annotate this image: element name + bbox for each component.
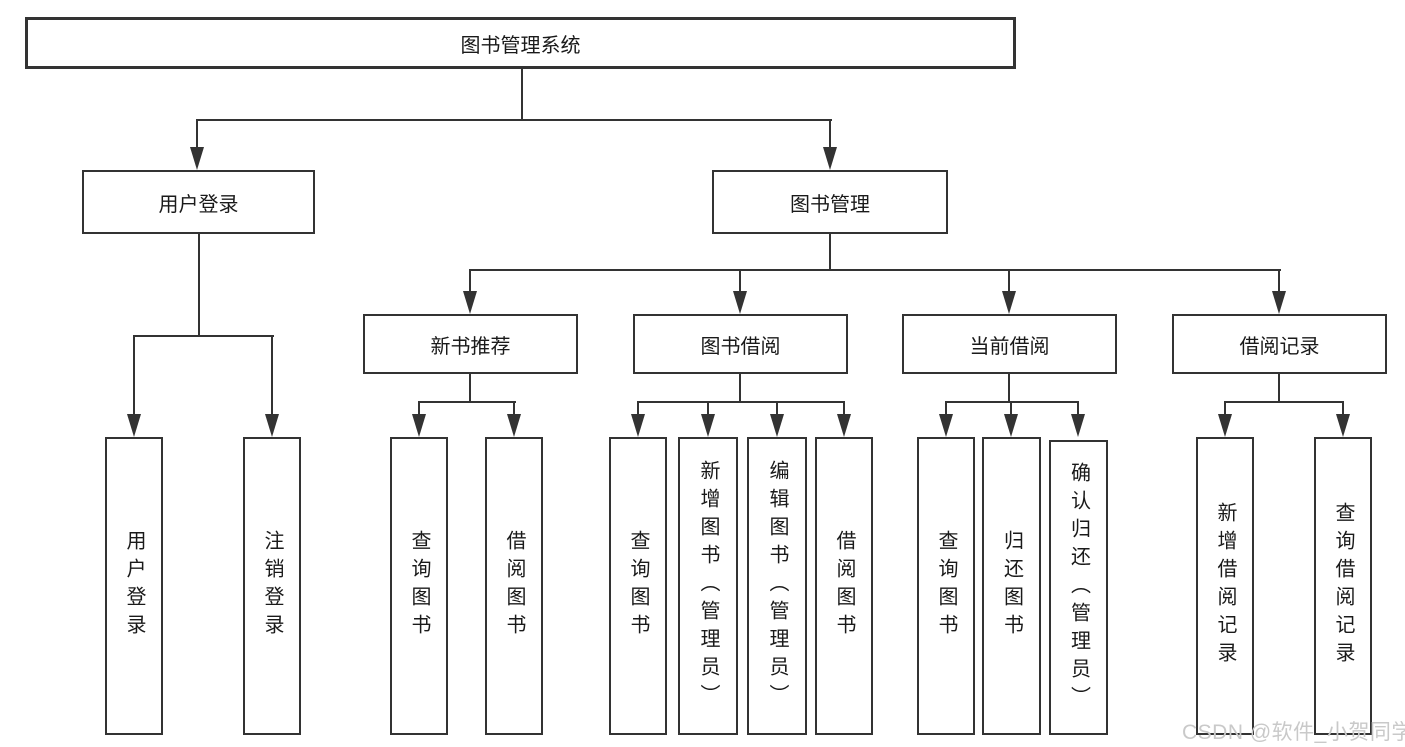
- node-label: 新书推荐: [430, 335, 511, 358]
- connector-vline: [198, 232, 200, 336]
- node-borrow-records: 借阅记录: [1172, 314, 1387, 374]
- arrowhead-icon: [1004, 414, 1018, 437]
- node-label: 注销登录: [261, 530, 283, 642]
- node-label: 查询图书: [627, 530, 649, 642]
- leaf-query-books-borrow: 查询图书: [609, 437, 667, 735]
- connector-vline: [271, 335, 273, 417]
- connector-vline: [739, 372, 741, 402]
- node-label: 借阅记录: [1239, 335, 1320, 358]
- node-label: 用户登录: [123, 530, 145, 642]
- node-label: 确认归还（管理员）: [1067, 461, 1090, 714]
- connector-hline: [418, 401, 516, 403]
- connector-vline: [707, 401, 709, 417]
- connector-vline: [829, 232, 831, 270]
- connector-vline: [469, 372, 471, 402]
- node-label: 查询图书: [935, 530, 957, 642]
- leaf-query-books-recommend: 查询图书: [390, 437, 448, 735]
- arrowhead-icon: [1002, 291, 1016, 314]
- arrowhead-icon: [1336, 414, 1350, 437]
- node-current-borrow: 当前借阅: [902, 314, 1117, 374]
- node-label: 借阅图书: [833, 530, 855, 642]
- connector-vline: [776, 401, 778, 417]
- arrowhead-icon: [190, 147, 204, 170]
- node-library-system: 图书管理系统: [25, 17, 1016, 69]
- leaf-logout: 注销登录: [243, 437, 301, 735]
- node-label: 归还图书: [1000, 530, 1023, 642]
- leaf-return-book: 归还图书: [982, 437, 1041, 735]
- arrowhead-icon: [837, 414, 851, 437]
- connector-hline: [1224, 401, 1344, 403]
- arrowhead-icon: [463, 291, 477, 314]
- connector-vline: [1008, 269, 1010, 295]
- arrowhead-icon: [507, 414, 521, 437]
- node-label: 当前借阅: [969, 335, 1050, 358]
- connector-vline: [1077, 401, 1079, 417]
- node-label: 查询借阅记录: [1332, 502, 1354, 670]
- connector-vline: [1010, 401, 1012, 417]
- leaf-user-login: 用户登录: [105, 437, 163, 735]
- arrowhead-icon: [412, 414, 426, 437]
- connector-hline: [469, 269, 1281, 271]
- arrowhead-icon: [770, 414, 784, 437]
- leaf-add-book-admin: 新增图书（管理员）: [678, 437, 738, 735]
- connector-hline: [133, 335, 274, 337]
- connector-vline: [1278, 269, 1280, 295]
- arrowhead-icon: [939, 414, 953, 437]
- connector-vline: [521, 67, 523, 120]
- arrowhead-icon: [1218, 414, 1232, 437]
- arrowhead-icon: [631, 414, 645, 437]
- connector-vline: [1342, 401, 1344, 417]
- node-label: 编辑图书（管理员）: [766, 460, 788, 712]
- node-label: 借阅图书: [503, 530, 525, 642]
- connector-vline: [513, 401, 515, 417]
- connector-hline: [196, 119, 832, 121]
- node-label: 查询图书: [408, 530, 430, 642]
- arrowhead-icon: [1272, 291, 1286, 314]
- connector-vline: [945, 401, 947, 417]
- connector-vline: [739, 269, 741, 295]
- arrowhead-icon: [701, 414, 715, 437]
- connector-vline: [133, 335, 135, 417]
- arrowhead-icon: [1071, 414, 1085, 437]
- node-new-book-recommend: 新书推荐: [363, 314, 578, 374]
- connector-vline: [469, 269, 471, 295]
- leaf-borrow-books: 借阅图书: [815, 437, 873, 735]
- arrowhead-icon: [733, 291, 747, 314]
- arrowhead-icon: [823, 147, 837, 170]
- connector-hline: [637, 401, 845, 403]
- node-label: 图书管理: [790, 193, 870, 216]
- node-book-management: 图书管理: [712, 170, 948, 234]
- connector-hline: [945, 401, 1079, 403]
- leaf-confirm-return-admin: 确认归还（管理员）: [1049, 440, 1108, 735]
- leaf-edit-book-admin: 编辑图书（管理员）: [747, 437, 807, 735]
- node-label: 用户登录: [158, 193, 239, 216]
- node-book-borrow: 图书借阅: [633, 314, 848, 374]
- connector-vline: [829, 119, 831, 151]
- node-label: 图书管理系统: [460, 34, 581, 57]
- connector-vline: [843, 401, 845, 417]
- node-label: 新增借阅记录: [1214, 502, 1236, 670]
- leaf-add-borrow-record: 新增借阅记录: [1196, 437, 1254, 735]
- connector-vline: [637, 401, 639, 417]
- connector-vline: [1008, 372, 1010, 402]
- connector-vline: [1278, 372, 1280, 402]
- node-label: 图书借阅: [700, 335, 781, 358]
- csdn-watermark: CSDN @软件_小贺同学: [1182, 721, 1405, 744]
- node-user-login: 用户登录: [82, 170, 315, 234]
- leaf-query-books-current: 查询图书: [917, 437, 975, 735]
- node-label: 新增图书（管理员）: [697, 460, 719, 712]
- connector-vline: [1224, 401, 1226, 417]
- arrowhead-icon: [265, 414, 279, 437]
- leaf-query-borrow-record: 查询借阅记录: [1314, 437, 1372, 735]
- arrowhead-icon: [127, 414, 141, 437]
- connector-vline: [418, 401, 420, 417]
- leaf-borrow-books-recommend: 借阅图书: [485, 437, 543, 735]
- connector-vline: [196, 119, 198, 151]
